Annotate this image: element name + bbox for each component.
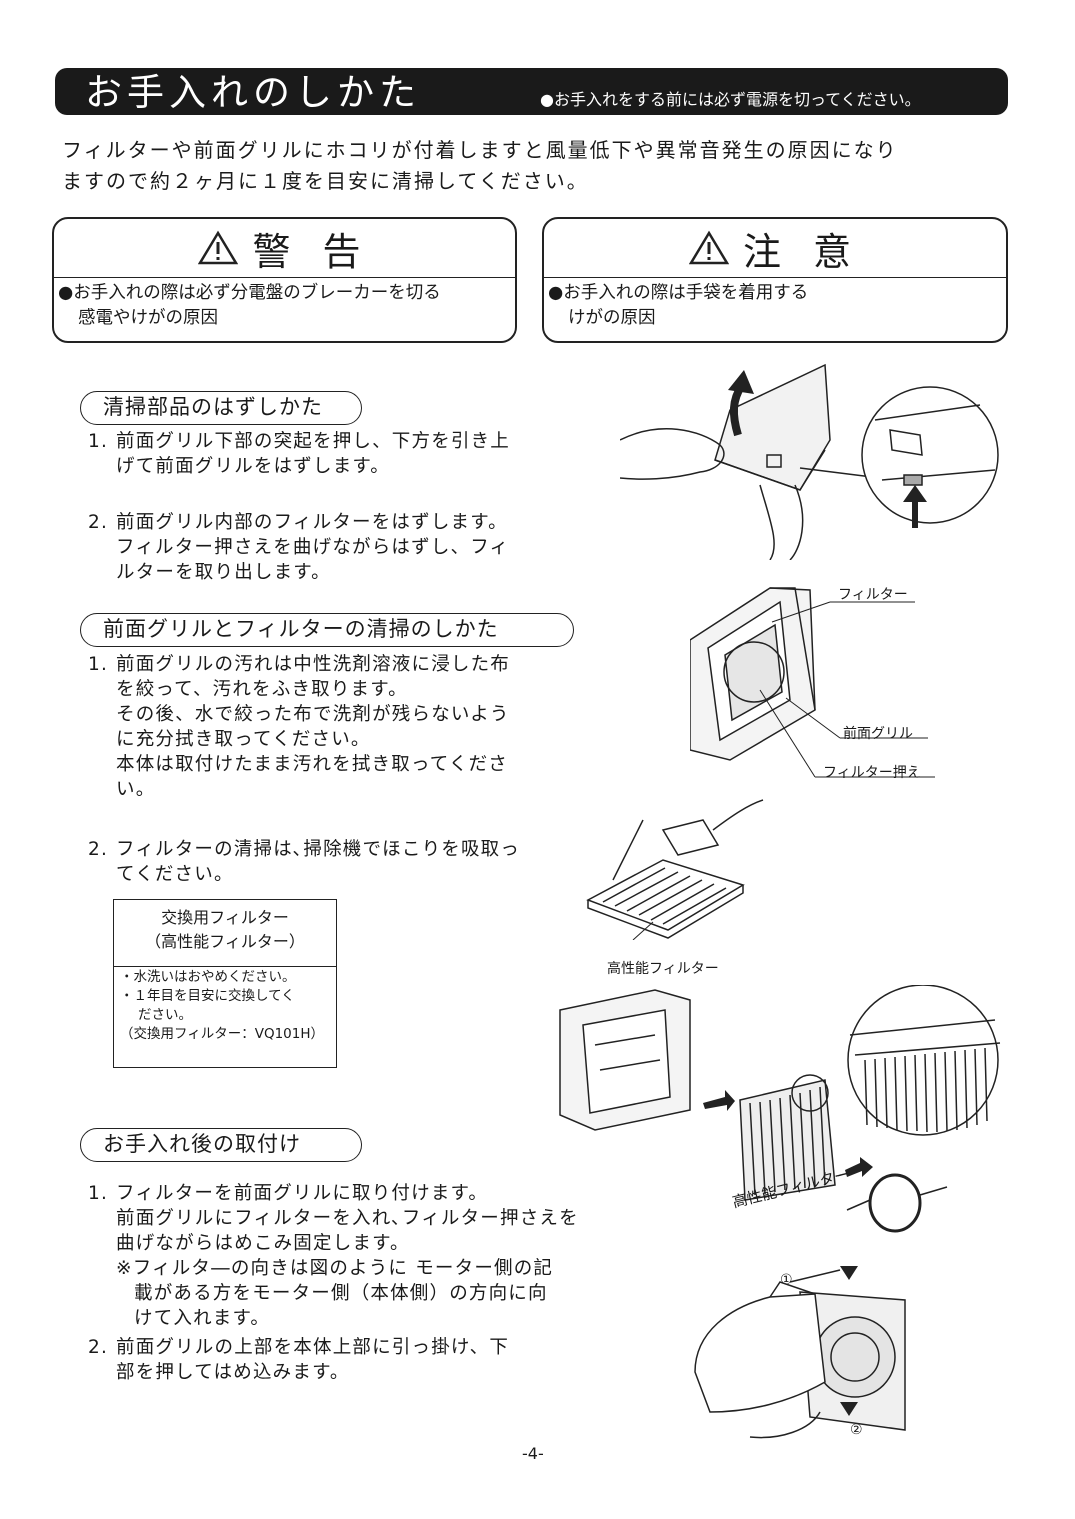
step-line: 前面グリルの汚れは中性洗剤溶液に浸した布 xyxy=(116,654,511,675)
hp-filter-label: 高性能フィルター xyxy=(607,961,719,977)
replacement-box-header: 交換用フィルター （高性能フィルター） xyxy=(114,900,336,967)
filter-holder-label: フィルター押え xyxy=(823,765,921,781)
step-line: フィルターの清掃は､掃除機でほこりを吸取っ xyxy=(116,839,521,860)
intro-line: フィルターや前面グリルにホコリが付着しますと風量低下や異常音発生の原因になり xyxy=(62,138,898,162)
step1-marker: ① xyxy=(780,1272,793,1288)
replacement-box-body: ・水洗いはおやめください。 ・１年目を目安に交換してく ださい。 （交換用フィル… xyxy=(120,968,324,1044)
grill-filter-illustration xyxy=(690,587,935,778)
replacement-line: ださい。 xyxy=(138,1007,192,1023)
step2-marker: ② xyxy=(850,1422,863,1438)
grill-reinstall-illustration: ① ② xyxy=(694,1266,906,1439)
replacement-line: ・水洗いはおやめください。 xyxy=(120,969,296,985)
step-line: 曲げながらはめこみ固定します。 xyxy=(116,1233,410,1254)
warning-header: 警 告 xyxy=(54,219,515,278)
warning-line: 感電やけがの原因 xyxy=(78,308,218,328)
caution-line: けがの原因 xyxy=(568,308,656,328)
step-note: ※フィルタ―の向きは図のように モーター側の記 xyxy=(116,1258,554,1279)
warning-body: ●お手入れの際は必ず分電盤のブレーカーを切る 感電やけがの原因 xyxy=(58,281,441,331)
warning-box: 警 告 ●お手入れの際は必ず分電盤のブレーカーを切る 感電やけがの原因 xyxy=(52,217,517,343)
step-note: 載がある方をモーター側（本体側）の方向に向 xyxy=(134,1283,548,1304)
intro-text: フィルターや前面グリルにホコリが付着しますと風量低下や異常音発生の原因になり ま… xyxy=(62,135,1012,197)
page-number: -4- xyxy=(522,1444,544,1463)
filter-insertion-illustration xyxy=(559,985,1001,1233)
step-number: 2. xyxy=(88,839,109,860)
step-number: 1. xyxy=(88,431,109,452)
replacement-line: （交換用フィルター：VQ101H） xyxy=(120,1026,325,1042)
step-line: その後、水で絞った布で洗剤が残らないよう xyxy=(116,704,510,725)
caution-box: 注 意 ●お手入れの際は手袋を着用する けがの原因 xyxy=(542,217,1008,343)
step-number: 2. xyxy=(88,1337,109,1358)
step-line: 前面グリルの上部を本体上部に引っ掛け、下 xyxy=(116,1337,510,1358)
replacement-title: 交換用フィルター xyxy=(161,908,289,927)
reinstall-step-1: 1. フィルターを前面グリルに取り付けます。 前面グリルにフィルターを入れ､フィル… xyxy=(88,1181,579,1331)
step-line: フィルター押さえを曲げながらはずし、フィ xyxy=(116,537,510,558)
replacement-line: ・１年目を目安に交換してく xyxy=(120,988,295,1004)
step-number: 1. xyxy=(88,1183,109,1204)
replacement-filter-box: 交換用フィルター （高性能フィルター） ・水洗いはおやめください。 ・１年目を目… xyxy=(113,899,337,1068)
front-grill-label: 前面グリル xyxy=(843,726,913,742)
remove-step-2: 2. 前面グリル内部のフィルターをはずします。 フィルター押さえを曲げながらはずし… xyxy=(88,510,509,585)
page-title: お手入れのしかた xyxy=(85,71,421,114)
caution-title: 注 意 xyxy=(742,229,862,274)
power-off-note: ●お手入れをする前には必ず電源を切ってください。 xyxy=(540,90,921,109)
caution-body: ●お手入れの際は手袋を着用する けがの原因 xyxy=(548,281,808,331)
remove-step-1: 1. 前面グリル下部の突起を押し、下方を引き上 げて前面グリルをはずします。 xyxy=(88,429,510,479)
caution-line: ●お手入れの際は手袋を着用する xyxy=(548,283,809,303)
intro-line: ますので約２ヶ月に１度を目安に清掃してください。 xyxy=(62,169,589,193)
step-number: 2. xyxy=(88,512,109,533)
step-line: げて前面グリルをはずします。 xyxy=(116,456,390,477)
step-line: てください。 xyxy=(116,864,234,885)
clean-step-1: 1. 前面グリルの汚れは中性洗剤溶液に浸した布 を絞って、汚れをふき取ります。 そ… xyxy=(88,652,510,802)
grill-removal-illustration xyxy=(620,363,999,560)
section-heading-remove: 清掃部品のはずしかた xyxy=(80,391,362,425)
title-bar xyxy=(55,68,1008,115)
step-number: 1. xyxy=(88,654,109,675)
warning-triangle-icon xyxy=(198,230,239,265)
step-line: い。 xyxy=(116,779,156,800)
step-line: フィルターを前面グリルに取り付けます。 xyxy=(116,1183,489,1204)
clean-step-2: 2. フィルターの清掃は､掃除機でほこりを吸取っ てください。 xyxy=(88,837,520,887)
step-line: 前面グリル下部の突起を押し、下方を引き上 xyxy=(116,431,511,452)
section-heading-clean: 前面グリルとフィルターの清掃のしかた xyxy=(80,613,574,647)
step-line: 部を押してはめ込みます。 xyxy=(116,1362,350,1383)
step-line: 前面グリルにフィルターを入れ､フィルター押さえを xyxy=(116,1208,579,1229)
warning-title: 警 告 xyxy=(252,229,371,274)
step-line: に充分拭き取ってください。 xyxy=(116,729,371,750)
caution-header: 注 意 xyxy=(544,219,1006,278)
step-line: ルターを取り出します。 xyxy=(116,562,331,583)
vacuum-filter-illustration xyxy=(586,799,764,940)
step-line: 前面グリル内部のフィルターをはずします。 xyxy=(116,512,508,533)
warning-triangle-icon xyxy=(688,230,729,265)
reinstall-step-2: 2. 前面グリルの上部を本体上部に引っ掛け、下 部を押してはめ込みます。 xyxy=(88,1335,509,1385)
replacement-subtitle: （高性能フィルター） xyxy=(145,932,305,951)
warning-line: ●お手入れの際は必ず分電盤のブレーカーを切る xyxy=(58,283,441,303)
step-note: けて入れます。 xyxy=(134,1308,271,1329)
step-line: 本体は取付けたまま汚れを拭き取ってくださ xyxy=(116,754,508,775)
section-heading-reinstall: お手入れ後の取付け xyxy=(80,1128,362,1162)
step-line: を絞って、汚れをふき取ります。 xyxy=(116,679,408,700)
filter-label: フィルター xyxy=(838,587,908,603)
